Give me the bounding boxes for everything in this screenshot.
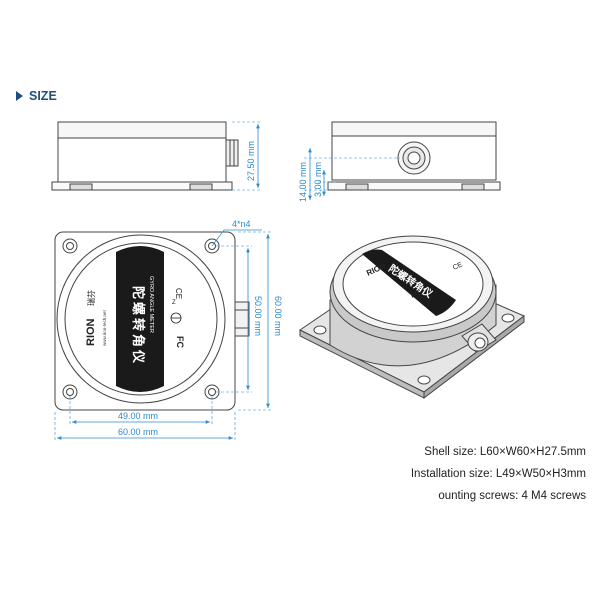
front-height-dimension: 27.50 mm	[232, 121, 262, 191]
vertical-outer-dimension: 60.00 mm	[238, 231, 283, 411]
axis-icon: Z	[170, 300, 182, 324]
horizontal-outer-dimension: 60.00 mm	[54, 412, 236, 442]
side-height-label: 14.00 mm	[298, 162, 308, 202]
spec-mounting-screws: ounting screws: 4 M4 screws	[438, 490, 586, 502]
side-gap-label: 3.00 mm	[313, 162, 323, 197]
side-view	[327, 121, 501, 191]
front-view	[51, 121, 239, 191]
side-height-dimension: 14.00 mm 3.00 mm	[298, 148, 400, 202]
ce-mark: CE	[174, 288, 183, 299]
holes-label: 4*n4	[232, 219, 251, 229]
horizontal-inner-dimension: 49.00 mm	[69, 396, 213, 426]
iso-fc-mark: FC	[410, 290, 421, 300]
section-header: SIZE	[16, 89, 57, 103]
height-label: 27.50 mm	[246, 141, 256, 181]
spec-installation-size: Installation size: L49×W50×H3mm	[410, 468, 586, 480]
outer-width-label: 60.00 mm	[118, 427, 158, 437]
brand-logo: RION	[85, 318, 97, 346]
device-name-en: GYRO ANGLE METER	[148, 276, 154, 333]
triangle-bullet-icon	[16, 91, 23, 101]
outer-height-label: 60.00 mm	[273, 296, 283, 336]
website: www.rion-tech.net	[102, 309, 107, 346]
label-band	[116, 246, 164, 392]
inner-height-label: 50.00 mm	[253, 296, 263, 336]
brand-cn: 瑞芬	[86, 290, 96, 306]
section-title: SIZE	[29, 89, 57, 103]
fc-mark: FC	[175, 336, 185, 348]
isometric-view	[299, 235, 525, 400]
vertical-inner-dimension: 50.00 mm	[216, 245, 263, 393]
device-name-cn: 陀螺转角仪	[130, 286, 146, 366]
hole-callout: 4*n4	[211, 219, 262, 247]
iso-ce-mark: CE	[452, 261, 464, 272]
svg-text:Z: Z	[172, 300, 176, 306]
inner-width-label: 49.00 mm	[118, 411, 158, 421]
spec-shell-size: Shell size: L60×W60×H27.5mm	[424, 446, 586, 458]
